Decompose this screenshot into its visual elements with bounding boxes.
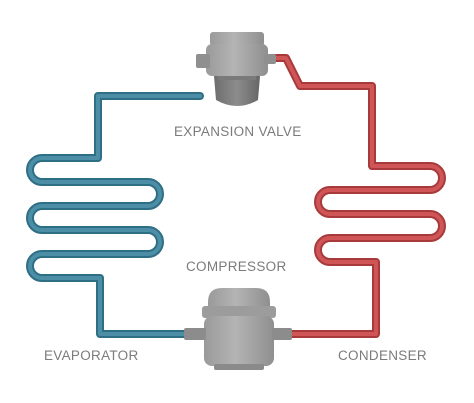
evaporator-label: EVAPORATOR bbox=[44, 348, 139, 363]
evaporator-coil bbox=[26, 92, 204, 338]
condenser-coil bbox=[266, 54, 446, 338]
compressor-icon bbox=[184, 288, 292, 370]
condenser-label: CONDENSER bbox=[338, 348, 427, 363]
expansion-valve-icon bbox=[196, 32, 276, 106]
expansion-valve-label: EXPANSION VALVE bbox=[174, 124, 302, 139]
compressor-label: COMPRESSOR bbox=[186, 259, 287, 274]
